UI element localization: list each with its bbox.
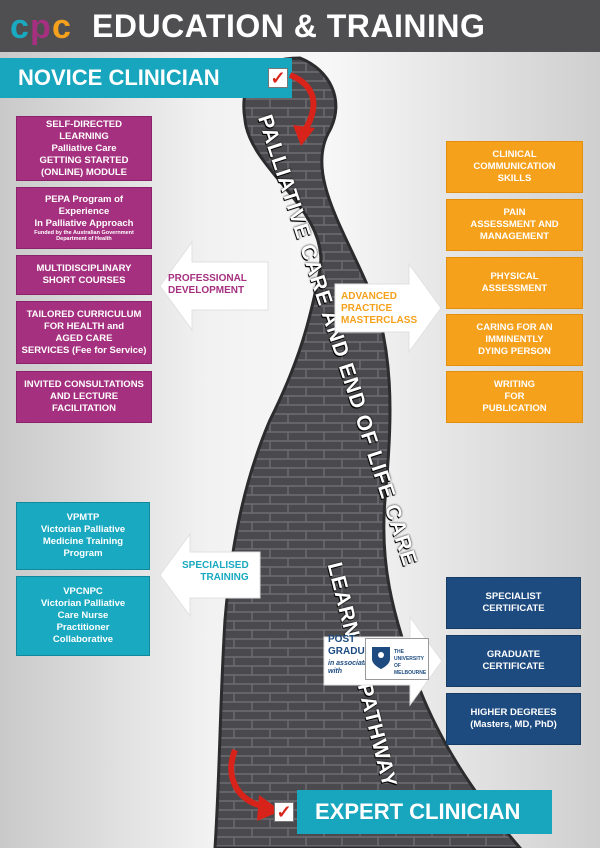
- pd-item-short-courses: MULTIDISCIPLINARY SHORT COURSES: [16, 255, 152, 295]
- ap-item-publication: WRITING FOR PUBLICATION: [446, 371, 583, 423]
- right-arrow-icon: [334, 262, 442, 354]
- svg-text:c: c: [10, 8, 29, 46]
- novice-clinician-banner: NOVICE CLINICIAN: [0, 58, 292, 98]
- ap-item-pain: PAIN ASSESSMENT AND MANAGEMENT: [446, 199, 583, 251]
- university-logo: THE UNIVERSITY OF MELBOURNE: [365, 638, 429, 680]
- svg-text:c: c: [52, 8, 71, 46]
- pd-item-self-directed: SELF-DIRECTED LEARNING Palliative Care G…: [16, 116, 152, 181]
- ap-item-physical: PHYSICAL ASSESSMENT: [446, 257, 583, 309]
- expert-clinician-banner: EXPERT CLINICIAN: [297, 790, 552, 834]
- header-bar: [0, 0, 600, 52]
- professional-development-label: PROFESSIONAL DEVELOPMENT: [168, 273, 247, 296]
- post-graduate-label: POST GRADUATE: [328, 634, 384, 657]
- cpc-logo: c p c: [10, 8, 71, 46]
- st-item-vpcnpc: VPCNPC Victorian Palliative Care Nurse P…: [16, 576, 150, 656]
- ap-item-dying-person: CARING FOR AN IMMINENTLY DYING PERSON: [446, 314, 583, 366]
- left-arrow-icon: [159, 532, 261, 618]
- st-item-vpmtp: VPMTP Victorian Palliative Medicine Trai…: [16, 502, 150, 570]
- pd-item-pepa: PEPA Program of Experience In Palliative…: [16, 187, 152, 249]
- pd-item-tailored-curriculum: TAILORED CURRICULUM FOR HEALTH and AGED …: [16, 301, 152, 364]
- pepa-funding-note: Funded by the Australian Government Depa…: [34, 230, 134, 242]
- red-arrow-icon: [288, 72, 317, 146]
- advanced-practice-label: ADVANCED PRACTICE MASTERCLASS: [341, 291, 418, 326]
- university-name: THE UNIVERSITY OF MELBOURNE: [394, 649, 427, 676]
- pg-item-specialist-cert: SPECIALIST CERTIFICATE: [446, 577, 581, 629]
- red-arrow-icon: [228, 748, 281, 821]
- pepa-label: PEPA Program of Experience In Palliative…: [34, 194, 134, 229]
- pg-item-higher-degrees: HIGHER DEGREES (Masters, MD, PhD): [446, 693, 581, 745]
- svg-text:p: p: [30, 8, 51, 46]
- left-arrow-icon: [159, 240, 269, 332]
- pd-item-consultations: INVITED CONSULTATIONS AND LECTURE FACILI…: [16, 371, 152, 423]
- specialised-training-label: SPECIALISED TRAINING: [182, 560, 249, 583]
- ap-item-communication: CLINICAL COMMUNICATION SKILLS: [446, 141, 583, 193]
- university-crest-icon: [372, 647, 390, 669]
- checkmark-icon: ✓: [274, 802, 294, 822]
- page-title: EDUCATION & TRAINING: [92, 8, 486, 44]
- pg-item-graduate-cert: GRADUATE CERTIFICATE: [446, 635, 581, 687]
- checkmark-icon: ✓: [268, 68, 288, 88]
- post-graduate-association: in association with: [328, 660, 375, 675]
